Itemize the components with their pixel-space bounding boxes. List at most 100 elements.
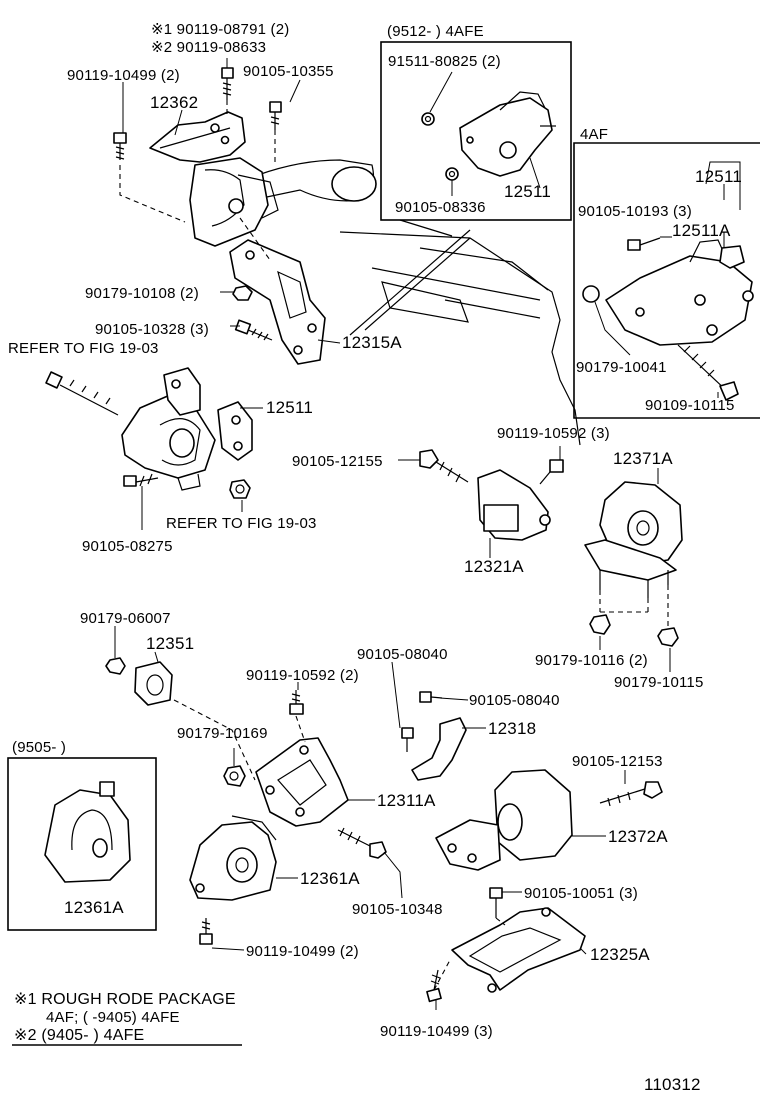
label-90179-10169[interactable]: 90179-10169 xyxy=(177,725,268,742)
label-12362[interactable]: 12362 xyxy=(150,93,198,112)
figure-number: 110312 xyxy=(644,1075,701,1094)
bolt-90105-12155[interactable] xyxy=(419,449,469,483)
label-box1-title[interactable]: (9512- ) 4AFE xyxy=(387,23,484,40)
label-90105-10355[interactable]: 90105-10355 xyxy=(243,63,334,80)
assembly-lines xyxy=(119,100,669,991)
label-90109-10115[interactable]: 90109-10115 xyxy=(645,397,735,414)
label-90105-08040-top[interactable]: 90105-08040 xyxy=(357,646,448,663)
label-90105-10051[interactable]: 90105-10051 (3) xyxy=(524,885,638,902)
label-12511A[interactable]: 12511A xyxy=(672,221,731,240)
label-12351[interactable]: 12351 xyxy=(146,634,194,653)
bolt-90105-08040-right[interactable] xyxy=(419,691,443,703)
engine-mount-12361A-box-9505[interactable] xyxy=(44,781,131,883)
bolt-90119-10592-low[interactable] xyxy=(289,690,304,715)
legend-note-1: ※1 ROUGH RODE PACKAGE xyxy=(14,991,236,1008)
stay-12318[interactable] xyxy=(411,717,467,781)
label-12321A[interactable]: 12321A xyxy=(464,557,524,576)
bolt-90119-10499-bottom[interactable] xyxy=(199,918,213,945)
label-12361A[interactable]: 12361A xyxy=(300,869,360,888)
engine-mount-12511[interactable] xyxy=(121,367,253,491)
engine-mount-12361A[interactable] xyxy=(189,815,277,901)
label-12311A[interactable]: 12311A xyxy=(377,791,436,810)
bolt-refer-fig-19-03-top[interactable] xyxy=(45,371,119,416)
legend-note-2: ※2 (9405- ) 4AFE xyxy=(14,1027,144,1044)
label-90105-10348[interactable]: 90105-10348 xyxy=(352,901,443,918)
engine-mount-12372A[interactable] xyxy=(435,769,573,871)
label-90105-12153[interactable]: 90105-12153 xyxy=(572,753,663,770)
label-box2-title[interactable]: 4AF xyxy=(580,126,608,143)
nut-90105-08336[interactable] xyxy=(445,167,459,181)
bolt-90105-10051[interactable] xyxy=(489,887,503,918)
label-90179-10115[interactable]: 90179-10115 xyxy=(614,674,704,691)
label-90119-10499-top[interactable]: 90119-10499 (2) xyxy=(67,67,180,84)
label-90179-06007[interactable]: 90179-06007 xyxy=(80,610,171,627)
damper-12351[interactable] xyxy=(134,661,173,706)
label-refer-fig-top[interactable]: REFER TO FIG 19-03 xyxy=(8,340,159,357)
label-90119-10499-bottom[interactable]: 90119-10499 (2) xyxy=(246,943,359,960)
bolt-90105-08275[interactable] xyxy=(123,473,159,487)
label-90105-08275[interactable]: 90105-08275 xyxy=(82,538,173,555)
bolt-90105-10355[interactable] xyxy=(269,101,282,130)
bolt-90119-10499-top[interactable] xyxy=(113,132,127,160)
label-12372A[interactable]: 12372A xyxy=(608,827,668,846)
nut-90179-10115[interactable] xyxy=(657,627,679,647)
bracket-12321A[interactable] xyxy=(477,469,551,541)
bolt-90105-08040-top[interactable] xyxy=(401,727,414,752)
nut-91511-80825[interactable] xyxy=(421,112,435,126)
label-12511-box1[interactable]: 12511 xyxy=(504,182,551,201)
label-91511-80825[interactable]: 91511-80825 (2) xyxy=(388,53,501,70)
bolt-90109-10115[interactable] xyxy=(677,344,739,401)
bolt-90105-10193[interactable] xyxy=(627,237,661,251)
nut-90179-10169[interactable] xyxy=(223,765,246,787)
bracket-12511-box-4af[interactable] xyxy=(605,239,754,346)
leader-lines xyxy=(114,58,741,1010)
label-12318[interactable]: 12318 xyxy=(488,719,536,738)
nut-refer-fig-19-03-bottom[interactable] xyxy=(229,479,251,499)
label-90179-10108[interactable]: 90179-10108 (2) xyxy=(85,285,199,302)
legend: ※1 ROUGH RODE PACKAGE 4AF; ( -9405) 4AFE… xyxy=(14,991,236,1044)
bracket-12311A[interactable] xyxy=(255,737,349,827)
label-90105-08040-right[interactable]: 90105-08040 xyxy=(469,692,560,709)
label-12315A[interactable]: 12315A xyxy=(342,333,402,352)
bolt-90105-12153[interactable] xyxy=(599,781,663,807)
nut-90179-10116[interactable] xyxy=(589,614,611,635)
legend-note-1b: 4AF; ( -9405) 4AFE xyxy=(46,1009,180,1026)
nut-90179-10041[interactable] xyxy=(582,285,600,303)
variant-box-9512-4afe xyxy=(380,41,572,221)
bolt-90105-10348[interactable] xyxy=(337,827,387,859)
label-note2-callout[interactable]: ※2 90119-08633 xyxy=(151,39,266,56)
part-labels: ※1 90119-08791 (2) ※2 90119-08633 90119-… xyxy=(8,21,742,1040)
label-90105-12155[interactable]: 90105-12155 xyxy=(292,453,383,470)
label-90105-10193[interactable]: 90105-10193 (3) xyxy=(578,203,692,220)
label-12511-box2[interactable]: 12511 xyxy=(695,167,742,186)
bracket-12325A[interactable] xyxy=(451,907,586,993)
bolt-90119-10592-mid[interactable] xyxy=(539,459,564,485)
label-90119-10592-low[interactable]: 90119-10592 (2) xyxy=(246,667,359,684)
label-90119-10499-3[interactable]: 90119-10499 (3) xyxy=(380,1023,493,1040)
label-box3-title[interactable]: (9505- ) xyxy=(12,739,66,756)
nut-90179-06007[interactable] xyxy=(105,657,126,675)
bolt-90119-10499-3[interactable] xyxy=(426,969,442,1003)
label-90179-10116[interactable]: 90179-10116 (2) xyxy=(535,652,648,669)
nut-90179-10108[interactable] xyxy=(232,285,253,301)
label-note1-callout[interactable]: ※1 90119-08791 (2) xyxy=(151,21,289,38)
label-12361A-box[interactable]: 12361A xyxy=(64,898,124,917)
bolt-90105-10328[interactable] xyxy=(234,319,273,341)
label-refer-fig-bottom[interactable]: REFER TO FIG 19-03 xyxy=(166,515,317,532)
label-90105-08336[interactable]: 90105-08336 xyxy=(395,199,486,216)
label-12371A[interactable]: 12371A xyxy=(613,449,673,468)
label-12325A[interactable]: 12325A xyxy=(590,945,650,964)
label-12511-mid[interactable]: 12511 xyxy=(266,398,313,417)
label-90179-10041[interactable]: 90179-10041 xyxy=(576,359,667,376)
label-90105-10328[interactable]: 90105-10328 (3) xyxy=(95,321,209,338)
engine-mount-bracket-12362[interactable] xyxy=(149,111,279,247)
damper-12511A[interactable] xyxy=(719,245,745,269)
engine-mount-12371A[interactable] xyxy=(584,481,683,598)
bracket-12511-box-9512[interactable] xyxy=(459,91,556,177)
engine-outline xyxy=(257,159,581,446)
label-90119-10592-mid[interactable]: 90119-10592 (3) xyxy=(497,425,610,442)
bolt-90119-08791[interactable] xyxy=(221,67,234,100)
bracket-12315A[interactable] xyxy=(229,239,326,365)
